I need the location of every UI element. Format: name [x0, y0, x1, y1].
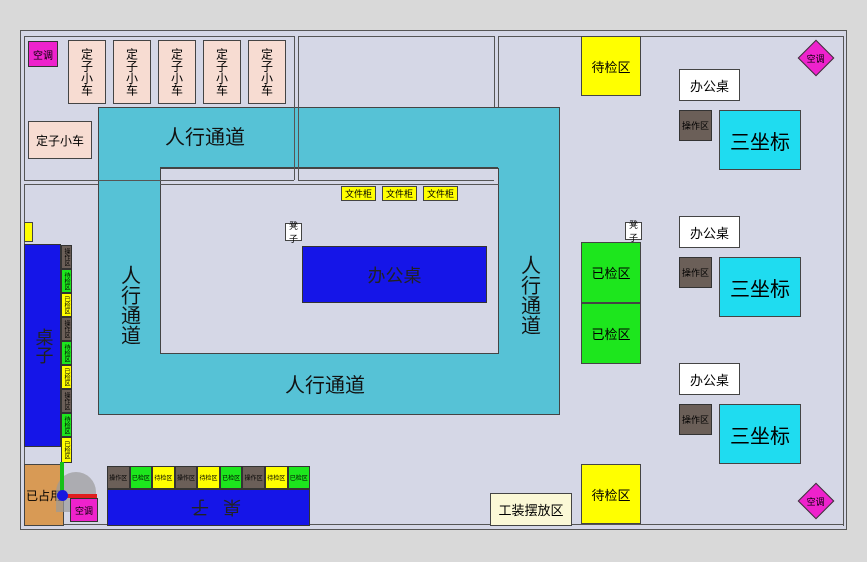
stator-cart-left: 定子小车	[28, 121, 92, 159]
pending-zone-bottom: 待检区	[581, 464, 641, 524]
left-bench-cell-4: 操作区	[61, 317, 72, 341]
bottom-bench-cell-5: 待检区	[197, 466, 220, 489]
left-bench-cells: 操作区 待检区 已检区 操作区 待检区 已检区 操作区 待检区 已检区	[61, 245, 86, 463]
wall-bottom-horizontal	[24, 524, 844, 525]
cmm-station-1: 三坐标	[719, 110, 801, 170]
file-cabinet-1: 文件柜	[341, 186, 376, 201]
stator-cart-5: 定子小车	[248, 40, 286, 104]
left-bench-cell-3: 已检区	[61, 293, 72, 317]
left-bench-cell-1: 操作区	[61, 245, 72, 269]
left-bench-cell-9: 已检区	[61, 437, 72, 463]
stator-cart-4: 定子小车	[203, 40, 241, 104]
wall-cross-3	[98, 180, 294, 181]
left-bench-table: 桌子	[24, 244, 61, 447]
office-desk-station-1: 办公桌	[679, 69, 740, 101]
file-cabinet-2: 文件柜	[382, 186, 417, 201]
office-desk-station-3: 办公桌	[679, 363, 740, 395]
stool-center: 凳子	[285, 222, 302, 245]
cmm-station-2: 三坐标	[719, 257, 801, 317]
axis-y-icon	[60, 462, 64, 492]
cmm-station-3: 三坐标	[719, 404, 801, 464]
tooling-area: 工装摆放区	[490, 493, 572, 526]
axis-x-icon	[63, 494, 97, 498]
operation-zone-station-2: 操作区	[679, 257, 712, 288]
left-bench-marker	[24, 222, 33, 242]
ac-bottom-left: 空调	[70, 498, 98, 522]
bottom-bench-cell-3: 待检区	[152, 466, 175, 489]
wall-cross-4	[298, 180, 494, 181]
axis-origin-icon	[57, 490, 68, 501]
office-desk-center: 办公桌	[302, 246, 487, 303]
walkway-label-left: 人行通道	[117, 265, 142, 345]
inspected-zone-2: 已检区	[581, 303, 641, 364]
operation-zone-station-3: 操作区	[679, 404, 712, 435]
wall-right-zone-right	[843, 36, 844, 526]
bottom-bench-cell-1: 操作区	[107, 466, 130, 489]
ac-top-left: 空调	[28, 41, 58, 67]
left-bench-cell-7: 操作区	[61, 389, 72, 413]
wall-cross-1	[294, 107, 295, 180]
walkway-label-top: 人行通道	[165, 124, 245, 149]
wall-top-left-box-left	[24, 36, 25, 180]
left-bench-cell-6: 已检区	[61, 365, 72, 389]
stool-right: 凳子	[625, 221, 642, 244]
left-bench-cell-8: 待检区	[61, 413, 72, 437]
walkway-label-bottom: 人行通道	[285, 372, 365, 397]
bottom-bench-cells: 操作区 已检区 待检区 操作区 待检区 已检区 操作区 待检区 已检区	[107, 466, 311, 489]
walkway-label-right: 人行通道	[517, 255, 542, 335]
occupied-zone: 已占用	[24, 464, 64, 526]
inspected-zone-1: 已检区	[581, 242, 641, 303]
office-desk-station-2: 办公桌	[679, 216, 740, 248]
wall-top-left-box-top	[24, 36, 294, 37]
left-bench-cell-2: 待检区	[61, 269, 72, 293]
bottom-bench-cell-4: 操作区	[174, 466, 198, 489]
bottom-bench-cell-9: 已检区	[287, 466, 311, 489]
bottom-bench-cell-6: 已检区	[219, 466, 243, 489]
operation-zone-station-1: 操作区	[679, 110, 712, 141]
stator-cart-1: 定子小车	[68, 40, 106, 104]
wall-top-mid-box-top	[298, 36, 494, 37]
wall-right-zone-top	[498, 36, 844, 37]
bottom-bench-cell-7: 操作区	[242, 466, 265, 489]
pending-zone-top: 待检区	[581, 36, 641, 96]
bottom-bench-cell-8: 待检区	[264, 466, 288, 489]
stator-cart-2: 定子小车	[113, 40, 151, 104]
bottom-bench-cell-2: 已检区	[129, 466, 153, 489]
stator-cart-3: 定子小车	[158, 40, 196, 104]
wall-cross-5	[160, 184, 499, 185]
walkway-top	[98, 107, 560, 168]
bottom-bench-table: 桌子	[107, 489, 310, 526]
file-cabinet-3: 文件柜	[423, 186, 458, 201]
wall-cross-2	[298, 107, 299, 180]
left-bench-cell-5: 待检区	[61, 341, 72, 365]
walkway-bottom	[98, 354, 560, 415]
